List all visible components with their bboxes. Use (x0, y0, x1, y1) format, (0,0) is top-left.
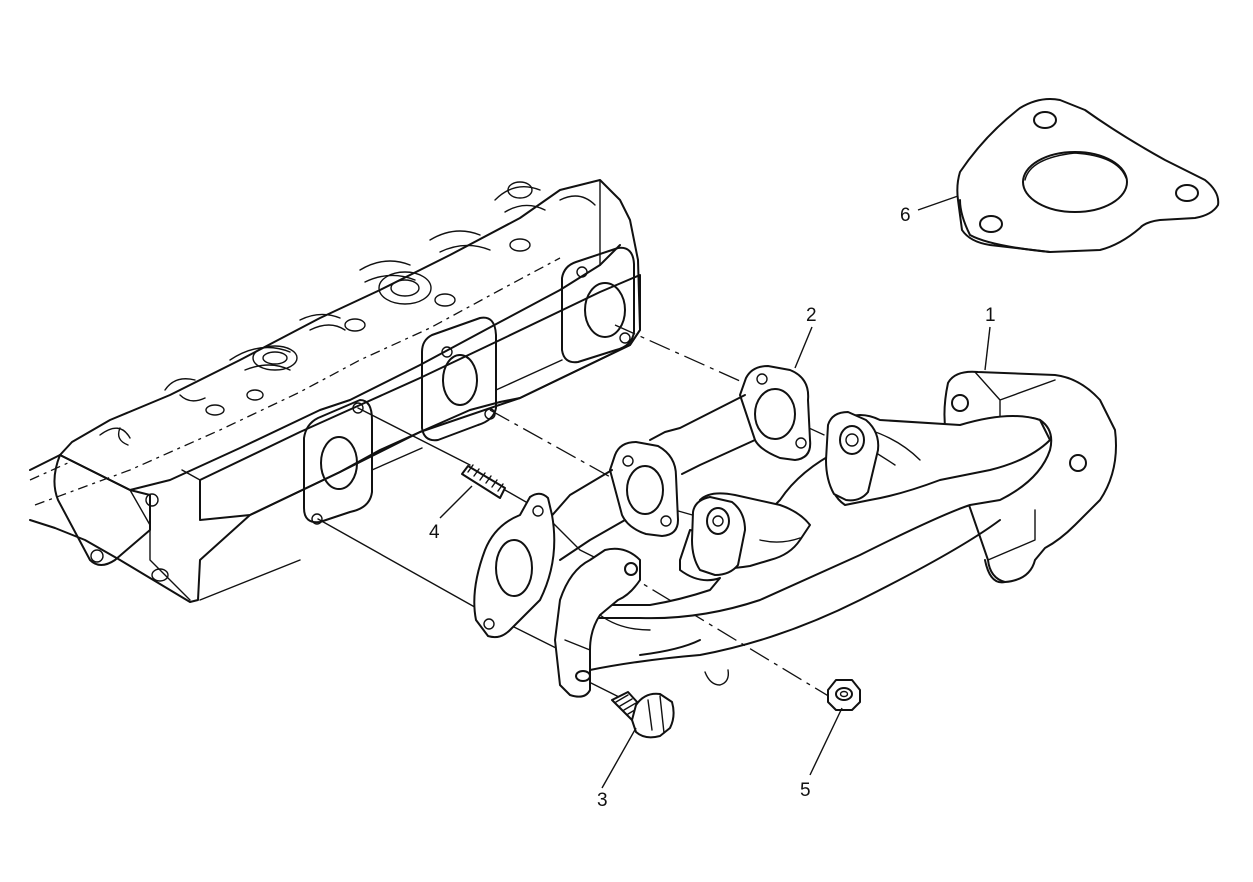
leader-2 (794, 326, 813, 369)
leader-lines (439, 195, 991, 789)
assembly-centerlines (317, 324, 836, 701)
gasket-set (473, 365, 812, 639)
callout-4: 4 (429, 522, 440, 543)
callout-2: 2 (806, 305, 817, 326)
callout-6: 6 (900, 205, 911, 226)
leader-1 (984, 326, 991, 371)
stud (461, 464, 506, 499)
leader-6 (917, 195, 959, 211)
callout-labels: 1 2 3 4 5 6 (429, 205, 996, 811)
callout-5: 5 (800, 780, 811, 801)
outlet-flange-gasket (956, 98, 1220, 253)
bolt (611, 691, 675, 739)
leader-3 (601, 727, 637, 789)
leader-5 (809, 707, 843, 776)
callout-3: 3 (597, 790, 608, 811)
leader-4 (439, 485, 473, 519)
nut (827, 679, 861, 711)
callout-1: 1 (985, 305, 996, 326)
exhaust-manifold (554, 370, 1117, 698)
cylinder-head (29, 179, 641, 603)
